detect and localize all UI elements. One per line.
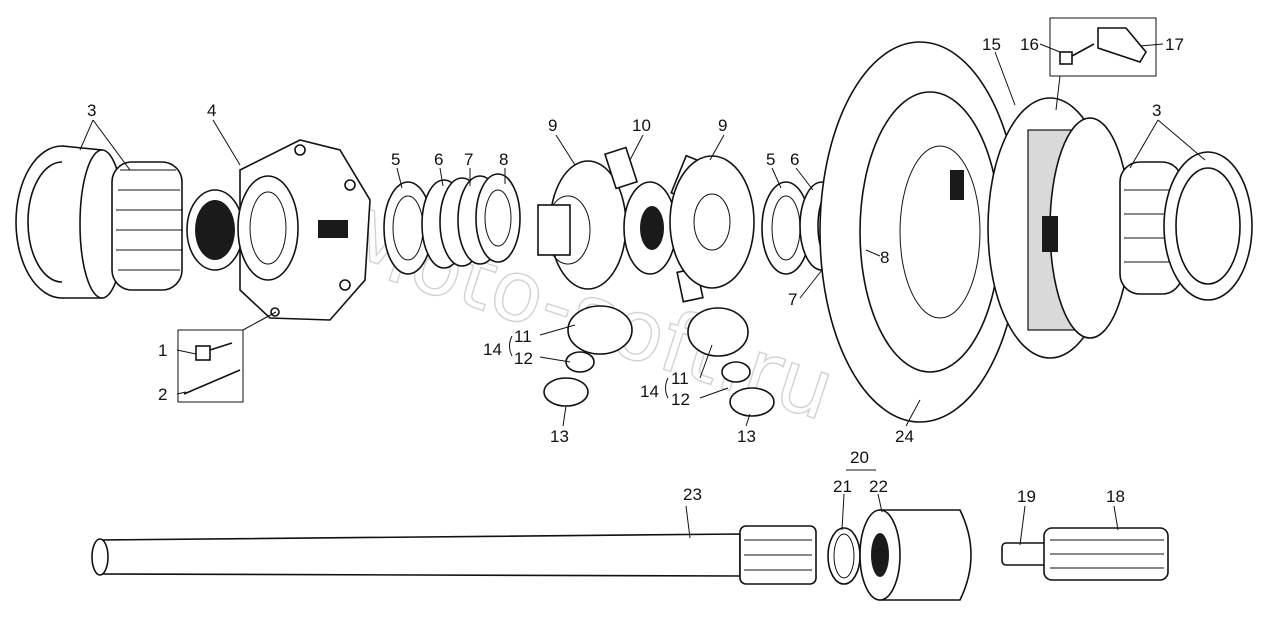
callout-2: 2: [158, 385, 167, 404]
pinion-set-left: [543, 305, 633, 407]
callout-4: 4: [207, 101, 216, 120]
coupling-sleeve: [859, 509, 972, 601]
callout-21: 21: [833, 477, 852, 496]
case-half-right: [987, 97, 1131, 359]
callout-labels: 1 2 3 4 5 6 7 8 9 10 9 5 6 8 7 15 16 17 …: [87, 35, 1184, 506]
callout-13-left: 13: [550, 427, 569, 446]
side-gear-right: [669, 155, 755, 289]
crown-gear: [819, 41, 1021, 423]
case-half-left: [186, 139, 371, 321]
callout-19: 19: [1017, 487, 1036, 506]
callout-12-left: 12: [514, 349, 533, 368]
bearing-left: [15, 145, 183, 299]
bearing-right: [1119, 151, 1253, 301]
bolt-pin-inset: [177, 329, 244, 403]
callout-14-right: 14: [640, 382, 659, 401]
side-gear-left: [537, 160, 627, 290]
callout-18: 18: [1106, 487, 1125, 506]
callout-12-right: 12: [671, 390, 690, 409]
callout-14-left: 14: [483, 340, 502, 359]
pinion-set-right: [687, 307, 775, 417]
callout-9-right: 9: [718, 116, 727, 135]
callout-11-right: 11: [671, 369, 689, 388]
callout-5-right: 5: [766, 150, 775, 169]
bolt-plate-inset: [1049, 17, 1157, 77]
callout-17: 17: [1165, 35, 1184, 54]
callout-8-left: 8: [499, 150, 508, 169]
callout-10: 10: [632, 116, 651, 135]
callout-3-left: 3: [87, 101, 96, 120]
callout-15: 15: [982, 35, 1001, 54]
callout-24: 24: [895, 427, 914, 446]
callout-13-right: 13: [737, 427, 756, 446]
callout-16: 16: [1020, 35, 1039, 54]
leader-lines: [79, 43, 1206, 546]
callout-7-left: 7: [464, 150, 473, 169]
callout-23: 23: [683, 485, 702, 504]
callout-5-left: 5: [391, 150, 400, 169]
callout-9-left: 9: [548, 116, 557, 135]
disc-pack-left: [383, 173, 521, 275]
callout-11-left: 11: [514, 327, 532, 346]
callout-20: 20: [850, 448, 869, 467]
callout-8-right: 8: [880, 248, 889, 267]
snap-ring: [827, 527, 861, 585]
callout-6-left: 6: [434, 150, 443, 169]
half-shaft: [91, 525, 817, 585]
callout-22: 22: [869, 477, 888, 496]
callout-1: 1: [158, 341, 167, 360]
callout-3-right: 3: [1152, 101, 1161, 120]
callout-7-right: 7: [788, 290, 797, 309]
callout-6-right: 6: [790, 150, 799, 169]
stub-shaft: [1001, 527, 1169, 581]
